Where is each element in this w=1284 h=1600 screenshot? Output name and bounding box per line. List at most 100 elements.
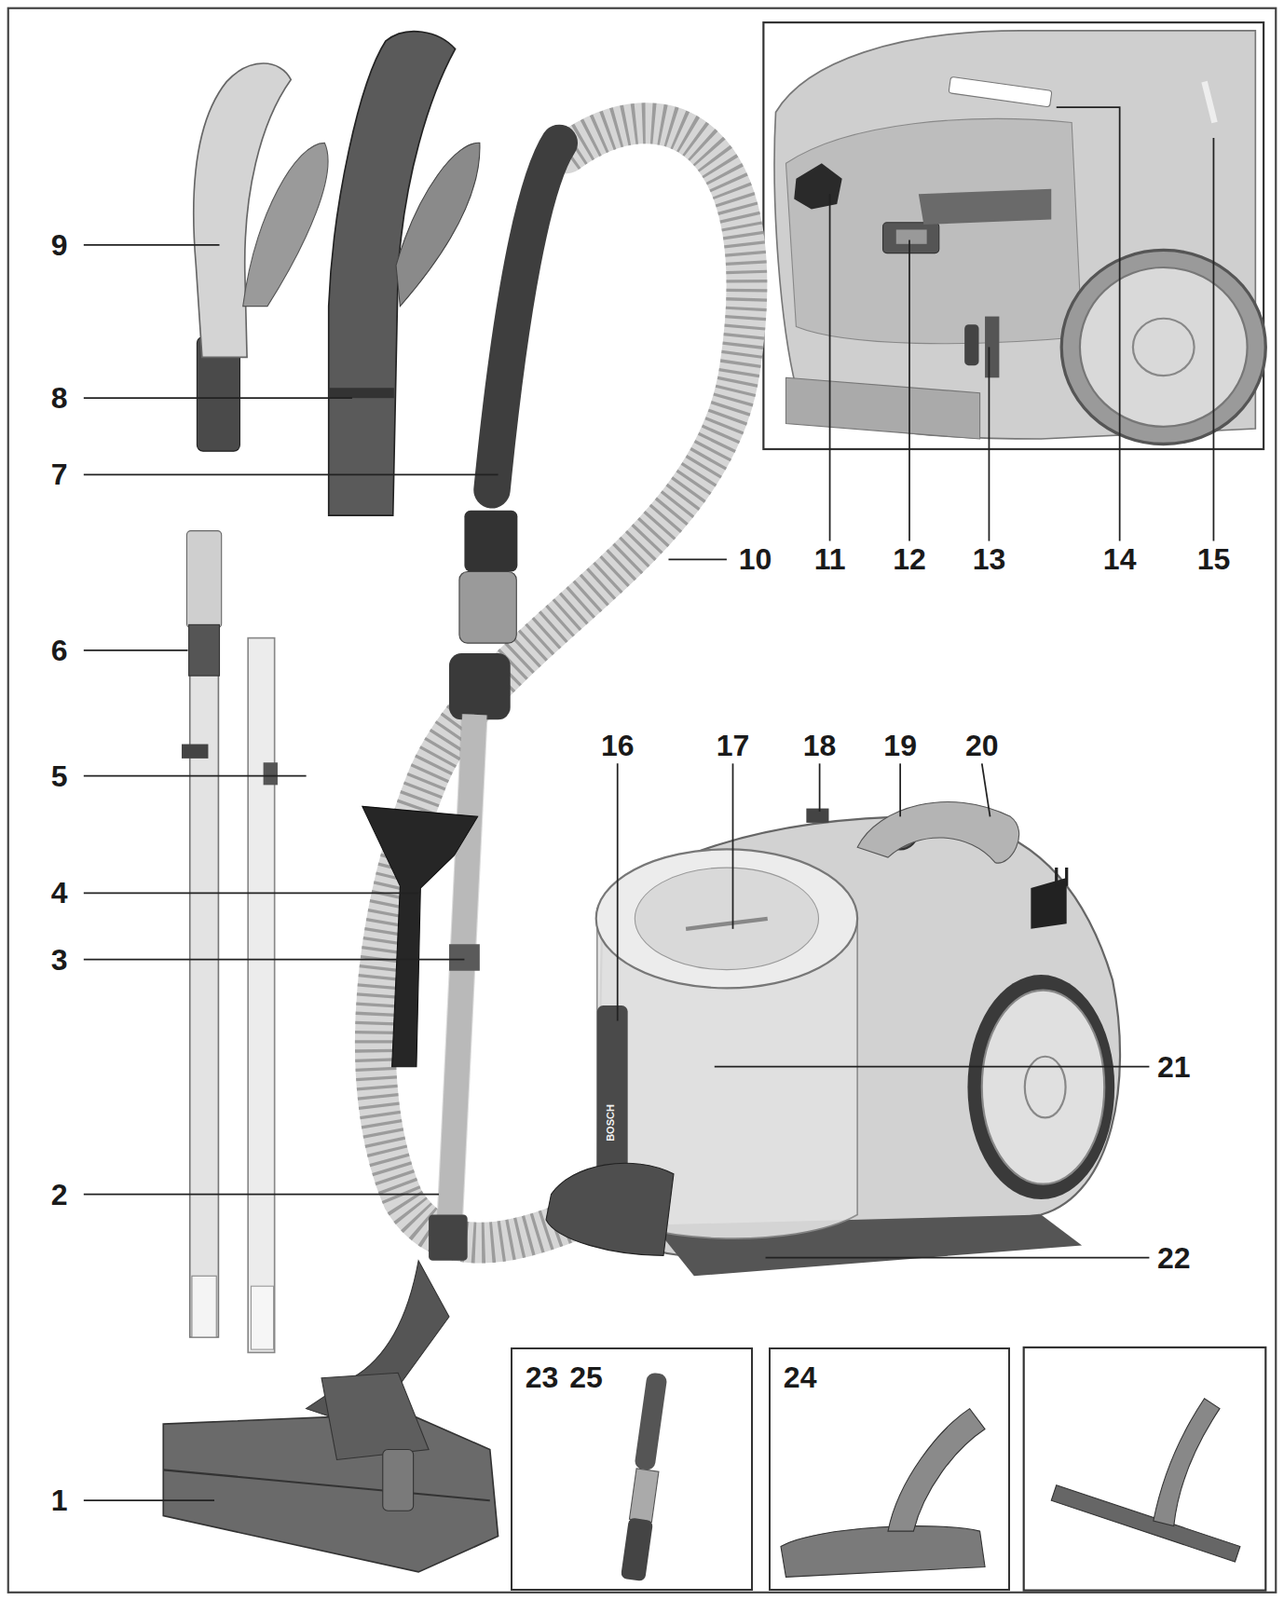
- callout-number: 25: [569, 1362, 603, 1393]
- illustration-path: [785, 377, 980, 439]
- illustration-path: [597, 816, 1121, 1257]
- callout-number: 14: [1103, 544, 1137, 574]
- illustration-path: [83, 1499, 215, 1502]
- illustration-path: [780, 1526, 985, 1578]
- callout-number: 20: [965, 730, 999, 761]
- callout-number: 5: [51, 761, 69, 792]
- callout-number: 13: [972, 544, 1007, 574]
- illustration-ellipse: [596, 848, 858, 988]
- illustration-path: [793, 163, 842, 209]
- callout-number: 9: [51, 230, 69, 260]
- illustration-path: [449, 714, 475, 1236]
- illustration-path: [83, 775, 307, 778]
- illustration-path: [988, 346, 991, 541]
- illustration-path: [982, 763, 991, 817]
- illustration-ellipse: [1133, 318, 1195, 376]
- inset-box: 24: [768, 1347, 1011, 1591]
- callout-number: 23: [525, 1362, 560, 1393]
- illustration-path: [1204, 81, 1216, 123]
- illustration-rect: [628, 1468, 658, 1523]
- illustration-path: [887, 1408, 985, 1531]
- illustration-path: [546, 1162, 674, 1256]
- illustration-rect: [382, 1448, 414, 1511]
- illustration-rect: [8, 8, 1276, 1593]
- illustration-path: [1051, 1485, 1241, 1562]
- callout-number: 15: [1197, 544, 1231, 574]
- illustration-path: [899, 763, 902, 817]
- illustration-ellipse: [634, 867, 819, 970]
- illustration-rect: [247, 638, 274, 1353]
- inset-box: 23 25: [510, 1347, 754, 1591]
- illustration-path: [918, 189, 1052, 225]
- illustration-ellipse: [1024, 1056, 1066, 1119]
- illustration-rect: [263, 762, 278, 785]
- illustration-rect: [805, 808, 829, 823]
- callout-number: 1: [51, 1485, 69, 1516]
- illustration-path: [321, 1372, 429, 1460]
- illustration-path: [163, 1469, 491, 1501]
- illustration-path: [732, 763, 735, 929]
- callout-number: 6: [51, 635, 69, 666]
- illustration-path: [396, 142, 480, 306]
- illustration-rect: [328, 387, 395, 398]
- illustration-path: [908, 239, 911, 541]
- illustration-path: [362, 805, 479, 1066]
- illustration-rect: [896, 229, 928, 244]
- illustration-path: [857, 801, 1020, 863]
- illustration-path: [328, 31, 456, 517]
- illustration-path: [1213, 137, 1216, 542]
- illustration-rect: [190, 617, 219, 1338]
- callout-number: 2: [51, 1179, 69, 1210]
- callout-number: 12: [892, 544, 927, 574]
- callout-number: 24: [783, 1362, 818, 1393]
- illustration-path: [491, 142, 560, 490]
- callout-number: 21: [1157, 1051, 1191, 1082]
- illustration-path: [83, 396, 353, 399]
- illustration-path: [83, 473, 499, 476]
- callout-number: 7: [51, 459, 69, 490]
- illustration-rect: [250, 1285, 274, 1350]
- illustration-rect: [984, 316, 999, 379]
- callout-number: 18: [803, 730, 837, 761]
- illustration-rect: [449, 653, 511, 720]
- callout-number: 17: [716, 730, 751, 761]
- callout-number: 10: [738, 544, 773, 574]
- callout-number: 11: [814, 544, 847, 574]
- illustration-path: [829, 193, 832, 541]
- illustration-ellipse: [1079, 267, 1248, 427]
- illustration-path: [1030, 877, 1066, 929]
- illustration-rect: [186, 531, 221, 629]
- illustration-path: [765, 1256, 1150, 1259]
- callout-number: 22: [1157, 1243, 1191, 1273]
- callout-number: 19: [883, 730, 917, 761]
- illustration-rect: [597, 1005, 629, 1175]
- illustration-path: [1056, 867, 1067, 888]
- brand-mark: BOSCH: [605, 1104, 616, 1142]
- illustration-ellipse: [967, 974, 1115, 1200]
- illustration-g: [83, 107, 1215, 1501]
- illustration-path: [83, 892, 419, 895]
- illustration-rect: [191, 1275, 217, 1338]
- illustration-g: [8, 8, 1276, 1600]
- inset-label-row: 23 25: [525, 1362, 615, 1393]
- callout-number: 3: [51, 944, 69, 975]
- callout-number: 4: [51, 877, 69, 908]
- callout-number: 8: [51, 382, 69, 413]
- illustration-path: [83, 244, 220, 246]
- illustration-rect: [181, 744, 208, 759]
- illustration-rect: [883, 222, 940, 254]
- illustration-rect: [763, 22, 1264, 450]
- illustration-rect: [1024, 1347, 1267, 1591]
- illustration-path: [668, 558, 726, 561]
- illustration-path: [774, 30, 1256, 439]
- callout-number: 16: [601, 730, 635, 761]
- illustration-ellipse: [1061, 249, 1266, 444]
- illustration-path: [83, 1193, 439, 1196]
- illustration-rect: [464, 510, 518, 573]
- illustration-path: [685, 918, 768, 929]
- illustration-path: [819, 763, 821, 811]
- illustration-rect: [964, 324, 979, 366]
- illustration-rect: [449, 943, 480, 970]
- illustration-path: [1153, 1398, 1220, 1527]
